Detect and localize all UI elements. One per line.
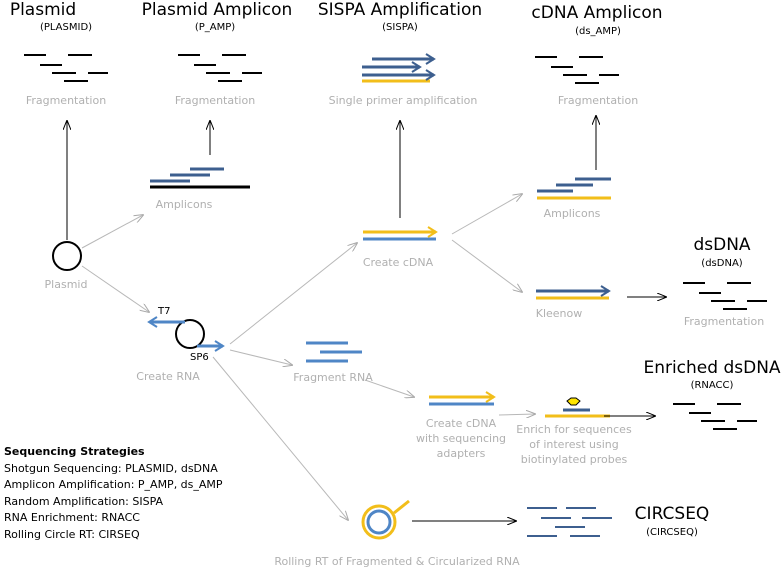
label-amplicons-plasmid: Amplicons: [155, 198, 213, 211]
cdna-amplicon-fragments: [535, 56, 619, 84]
legend-heading: Sequencing Strategies: [4, 445, 145, 458]
label-t7: T7: [158, 306, 171, 317]
title-circseq: CIRCSEQ: [634, 504, 710, 524]
label-fragment-rna: Fragment RNA: [293, 371, 373, 384]
label-sp6: SP6: [190, 352, 209, 363]
rolling-circle-icon: [361, 499, 410, 540]
label-enrich-line2: of interest using: [529, 438, 619, 451]
code-cdna-amplicon: (ds_AMP): [575, 26, 621, 37]
plasmid-circle-icon: [52, 241, 82, 271]
code-dsdna: (dsDNA): [701, 258, 743, 269]
adapter-cdna-strands: [429, 391, 496, 406]
label-fragmentation-plasmid: Fragmentation: [25, 94, 107, 107]
label-single-primer-amplification: Single primer amplification: [328, 94, 478, 107]
label-amplicons-cdna: Amplicons: [543, 207, 601, 220]
title-sispa: SISPA Amplification: [317, 0, 483, 20]
code-circseq: (CIRCSEQ): [646, 527, 698, 538]
label-create-cdna-adapters-line2: with sequencing: [415, 432, 507, 445]
label-create-rna: Create RNA: [136, 370, 200, 383]
plasmid-amplicons-strands: [150, 167, 250, 189]
label-fragmentation-cdna: Fragmentation: [557, 94, 639, 107]
legend-line: Amplicon Amplification: P_AMP, ds_AMP: [4, 478, 223, 492]
label-enrich-line1: Enrich for sequences: [516, 423, 632, 436]
flow-arrows: [67, 116, 666, 521]
create-rna-icon: [147, 316, 225, 352]
legend-line: Shotgun Sequencing: PLASMID, dsDNA: [4, 461, 218, 475]
title-plasmid-amplicon: Plasmid Amplicon: [141, 0, 293, 20]
kleenow-strands: [536, 285, 611, 300]
plasmid-amplicon-fragments: [178, 54, 262, 82]
label-create-cdna-adapters-line3: adapters: [436, 447, 486, 460]
title-dsdna: dsDNA: [693, 235, 751, 255]
enrich-strands: [545, 408, 610, 418]
code-enriched-dsdna: (RNACC): [690, 380, 734, 391]
sispa-strands: [362, 53, 436, 83]
label-fragmentation-dsdna: Fragmentation: [683, 315, 765, 328]
enriched-fragments: [673, 403, 757, 430]
legend-line: Rolling Circle RT: CIRSEQ: [4, 527, 140, 541]
sequencing-strategies-legend: Sequencing Strategies Shotgun Sequencing…: [4, 444, 223, 544]
fragment-rna-strands: [306, 341, 362, 363]
code-plasmid-amplicon: (P_AMP): [194, 22, 236, 33]
label-fragmentation-amplicon: Fragmentation: [174, 94, 256, 107]
circseq-fragments: [527, 507, 612, 537]
plasmid-fragments: [24, 54, 108, 82]
title-cdna-amplicon: cDNA Amplicon: [531, 3, 663, 23]
legend-line: Random Amplification: SISPA: [4, 494, 164, 508]
code-sispa: (SISPA): [382, 22, 418, 33]
code-plasmid: (PLASMID): [39, 22, 93, 33]
label-rolling-rt: Rolling RT of Fragmented & Circularized …: [274, 555, 520, 568]
label-create-cdna: Create cDNA: [362, 256, 434, 269]
title-plasmid: Plasmid: [9, 0, 77, 20]
cdna-amplicons-strands: [537, 177, 611, 200]
label-enrich-line3: biotinylated probes: [520, 453, 628, 466]
create-cdna-strands: [363, 226, 438, 241]
biotin-probe-icon: [566, 397, 581, 406]
title-enriched-dsdna: Enriched dsDNA: [643, 358, 781, 378]
legend-line: RNA Enrichment: RNACC: [4, 511, 140, 525]
label-create-cdna-adapters-line1: Create cDNA: [425, 417, 497, 430]
dsdna-fragments: [683, 282, 767, 310]
label-plasmid: Plasmid: [44, 278, 88, 291]
label-kleenow: Kleenow: [535, 307, 583, 320]
